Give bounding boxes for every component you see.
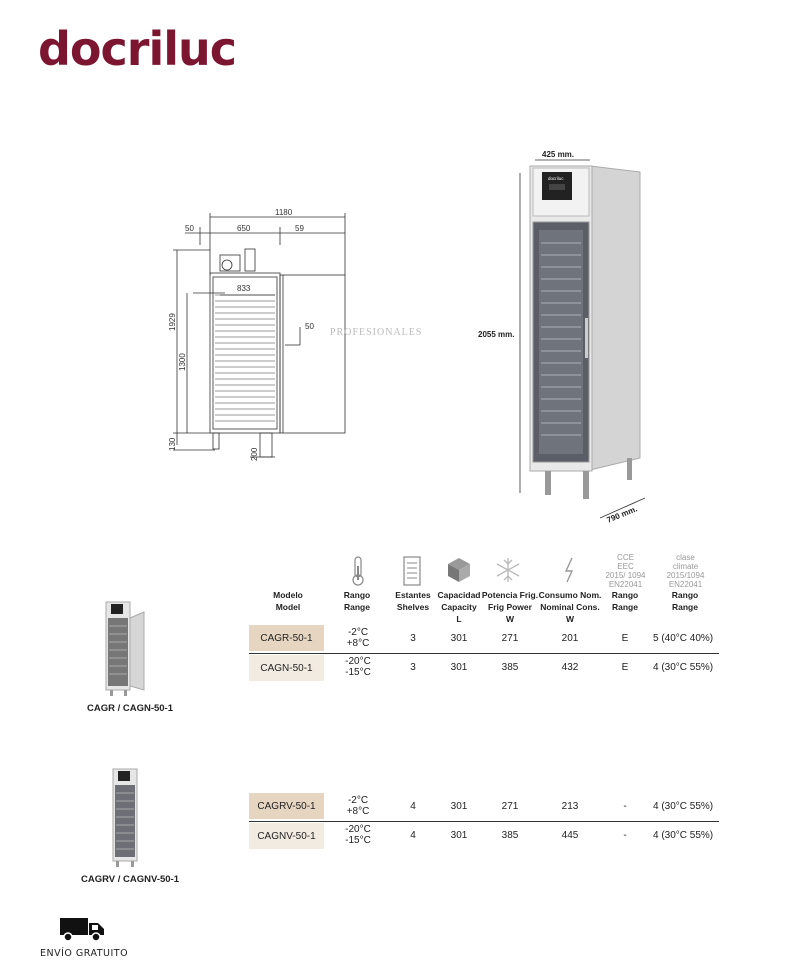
energy-range-cell: E: [621, 662, 629, 673]
dim-50-left: 50: [185, 224, 194, 233]
power-cell: 385: [501, 830, 519, 841]
technical-drawing: 1180 50 650 59 833 50 1929 1300 130 200: [168, 208, 346, 461]
temp-range-cell: -2°C+8°C: [346, 795, 370, 817]
consumption-cell: 201: [561, 633, 579, 644]
shelves-icon: [403, 556, 421, 586]
model-cell: CAGR-50-1: [249, 625, 324, 651]
dim-650: 650: [237, 224, 251, 233]
shelves-cell: 4: [410, 801, 416, 812]
power-cell: 385: [501, 662, 519, 673]
consumption-cell: 432: [561, 662, 579, 673]
capacity-cell: 301: [450, 662, 468, 673]
dim-200: 200: [250, 447, 259, 461]
capacity-cell: 301: [450, 801, 468, 812]
truck-icon: [60, 918, 104, 942]
dim-59: 59: [295, 224, 304, 233]
row-divider: [249, 821, 719, 822]
product-thumbnail-cagrv: [112, 768, 138, 867]
power-cell: 271: [501, 801, 519, 812]
row-divider: [249, 653, 719, 654]
group1-caption: CAGR / CAGN-50-1: [86, 703, 174, 714]
capacity-box-icon: [448, 558, 470, 582]
energy-range-cell: -: [623, 830, 627, 841]
dim-1300: 1300: [178, 353, 187, 371]
temp-range-cell: -2°C+8°C: [346, 627, 370, 649]
temp-range-cell: -20°C-15°C: [345, 824, 371, 846]
lightning-icon: [564, 557, 574, 583]
watermark: PROFESIONALES: [330, 327, 423, 338]
consumption-cell: 213: [561, 801, 579, 812]
dim-130: 130: [168, 437, 177, 451]
model-cell: CAGNV-50-1: [249, 823, 324, 849]
header-consumption: Consumo Nom.Nominal Cons.W: [538, 590, 602, 624]
photo-width-label: 425 mm.: [542, 150, 575, 159]
shelves-cell: 3: [410, 662, 416, 673]
snowflake-icon: [496, 558, 520, 582]
energy-range-cell: -: [623, 801, 627, 812]
shelves-cell: 3: [410, 633, 416, 644]
energy-range-cell: E: [621, 633, 629, 644]
shelves-cell: 4: [410, 830, 416, 841]
model-cell: CAGRV-50-1: [249, 793, 324, 819]
product-photo: docriluc: [519, 159, 646, 519]
climate-cell: 5 (40°C 40%): [653, 633, 714, 644]
climate-cell: 4 (30°C 55%): [653, 662, 714, 673]
product-thumbnail-cagr: [105, 601, 145, 696]
brand-logo: docriluc: [38, 22, 237, 76]
group2-caption: CAGRV / CAGNV-50-1: [80, 874, 179, 885]
dim-833: 833: [237, 284, 251, 293]
climate-cell: 4 (30°C 55%): [653, 801, 714, 812]
thermometer-icon: [352, 556, 364, 586]
consumption-cell: 445: [561, 830, 579, 841]
svg-text:docriluc: docriluc: [548, 176, 564, 181]
capacity-cell: 301: [450, 633, 468, 644]
free-shipping-label: ENVÍO GRATUITO: [40, 948, 129, 959]
capacity-cell: 301: [450, 830, 468, 841]
climate-cell: 4 (30°C 55%): [653, 830, 714, 841]
dim-1180: 1180: [275, 208, 293, 217]
dim-50-right: 50: [305, 322, 314, 331]
dim-1929: 1929: [168, 313, 177, 331]
power-cell: 271: [501, 633, 519, 644]
model-cell: CAGN-50-1: [249, 655, 324, 681]
temp-range-cell: -20°C-15°C: [345, 656, 371, 678]
photo-height-label: 2055 mm.: [478, 330, 515, 339]
